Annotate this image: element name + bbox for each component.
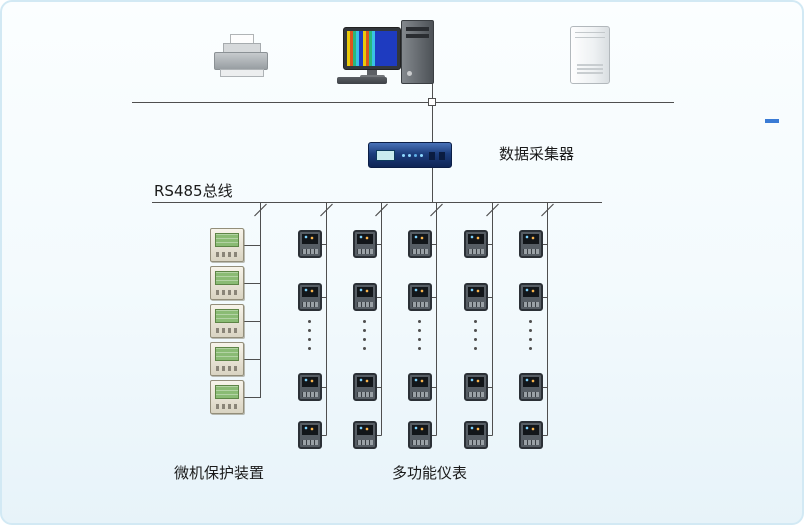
- multifunction-meter-icon: [408, 421, 432, 449]
- monitor-stand: [367, 70, 377, 75]
- multifunction-meter-icon: [408, 283, 432, 311]
- junction-node: [428, 98, 436, 106]
- rs485-bus-label: RS485总线: [154, 182, 233, 200]
- workstation-icon: [337, 20, 437, 86]
- protection-stub-lines: [244, 245, 261, 398]
- multifunction-meter-icon: [464, 373, 488, 401]
- printer-icon: [214, 34, 268, 78]
- ellipsis-dots: [474, 320, 477, 323]
- protection-device-icon: [210, 380, 244, 414]
- edge-marker: [765, 119, 779, 123]
- ellipsis-dots: [308, 320, 311, 323]
- ellipsis-dots: [418, 320, 421, 323]
- monitor-screen: [347, 31, 397, 66]
- drop-lines: [260, 202, 548, 436]
- printer-body: [214, 52, 268, 70]
- printer-output-tray: [220, 69, 264, 77]
- multifunction-meter-icon: [353, 421, 377, 449]
- multifunction-meter-icon: [519, 421, 543, 449]
- ellipsis-dots: [363, 320, 366, 323]
- bus-tap-slashes: [254, 203, 554, 217]
- multifunction-meter-icon: [353, 230, 377, 258]
- multifunction-meter-icon: [464, 283, 488, 311]
- ups-tower-icon: [570, 26, 610, 84]
- computer-tower-icon: [401, 20, 434, 84]
- data-collector-label: 数据采集器: [499, 145, 575, 163]
- multifunction-meter-icon: [464, 230, 488, 258]
- multifunction-meter-icon: [298, 230, 322, 258]
- multifunction-meter-icon: [298, 421, 322, 449]
- meter-stub-lines: [322, 244, 548, 436]
- multifunction-meter-icon: [464, 421, 488, 449]
- protection-device-icon: [210, 228, 244, 262]
- multifunction-meter-icon: [298, 283, 322, 311]
- multifunction-meter-icon: [408, 230, 432, 258]
- multifunction-meter-icon: [519, 283, 543, 311]
- ellipsis-dots: [529, 320, 532, 323]
- protection-device-caption: 微机保护装置: [174, 464, 265, 482]
- multifunction-meter-icon: [298, 373, 322, 401]
- collector-ports: [429, 152, 445, 160]
- multifunction-meter-icon: [519, 373, 543, 401]
- multifunction-meter-icon: [353, 283, 377, 311]
- monitor-icon: [343, 27, 401, 70]
- keyboard-icon: [337, 77, 387, 84]
- multifunction-meter-caption: 多功能仪表: [392, 464, 468, 482]
- bus-lines: [132, 102, 674, 203]
- multifunction-meter-icon: [408, 373, 432, 401]
- multifunction-meter-icon: [519, 230, 543, 258]
- protection-device-icon: [210, 266, 244, 300]
- multifunction-meter-icon: [353, 373, 377, 401]
- protection-device-icon: [210, 304, 244, 338]
- protection-device-icon: [210, 342, 244, 376]
- data-collector-icon: [368, 142, 452, 168]
